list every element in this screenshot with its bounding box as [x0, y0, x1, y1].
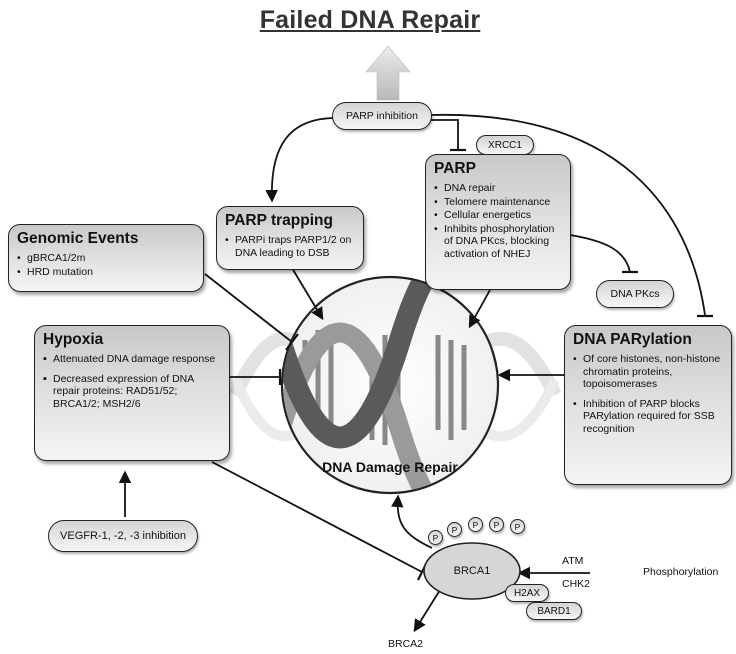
phosphate-icon: P: [510, 519, 525, 534]
hypoxia-item: Decreased expression of DNA repair prote…: [43, 373, 221, 411]
parp-item: Cellular energetics: [434, 209, 562, 222]
phosphate-icon: P: [468, 517, 483, 532]
genomic-events-item: gBRCA1/2m: [17, 252, 195, 265]
vegfr-inhibition-node: VEGFR-1, -2, -3 inhibition: [48, 520, 198, 552]
xrcc1-node: XRCC1: [476, 135, 534, 155]
parp-title: PARP: [434, 160, 476, 177]
bard1-node: BARD1: [526, 602, 582, 620]
phosphorylation-label: Phosphorylation: [643, 566, 719, 578]
parp-item: DNA repair: [434, 182, 562, 195]
genomic-events-title: Genomic Events: [17, 230, 139, 247]
hypoxia-item: Attenuated DNA damage response: [43, 353, 221, 366]
dna-damage-repair-label: DNA Damage Repair: [322, 459, 458, 475]
failed-repair-arrow: [365, 45, 411, 101]
brca2-label: BRCA2: [388, 638, 424, 650]
hypoxia-box: Hypoxia Attenuated DNA damage response D…: [34, 325, 230, 461]
dna-parylation-item: Inhibition of PARP blocks PARylation req…: [573, 398, 723, 436]
phosphate-icon: P: [489, 517, 504, 532]
phosphate-icon: P: [428, 530, 443, 545]
genomic-events-item: HRD mutation: [17, 266, 195, 279]
dna-parylation-item: Of core histones, non-histone chromatin …: [573, 353, 723, 391]
brca1-node: [423, 542, 521, 600]
dna-parylation-box: DNA PARylation Of core histones, non-his…: [564, 325, 732, 485]
parp-item: Inhibits phosphorylation of DNA PKcs, bl…: [434, 223, 562, 261]
dna-pkcs-node: DNA PKcs: [596, 280, 674, 308]
parp-trapping-box: PARP trapping PARPi traps PARP1/2 on DNA…: [216, 206, 364, 270]
parp-inhibition-node: PARP inhibition: [332, 102, 432, 130]
phosphate-icon: P: [447, 522, 462, 537]
dna-parylation-title: DNA PARylation: [573, 331, 692, 348]
parp-box: PARP DNA repair Telomere maintenance Cel…: [425, 154, 571, 290]
diagram-title: Failed DNA Repair: [259, 6, 481, 34]
parp-trapping-item: PARPi traps PARP1/2 on DNA leading to DS…: [225, 234, 355, 259]
brca1-label: BRCA1: [453, 565, 491, 577]
atm-label: ATM: [562, 555, 584, 567]
hypoxia-title: Hypoxia: [43, 331, 104, 348]
parp-trapping-title: PARP trapping: [225, 212, 333, 229]
h2ax-node: H2AX: [505, 584, 549, 602]
genomic-events-box: Genomic Events gBRCA1/2m HRD mutation: [8, 224, 204, 292]
parp-item: Telomere maintenance: [434, 196, 562, 209]
chk2-label: CHK2: [562, 578, 591, 590]
